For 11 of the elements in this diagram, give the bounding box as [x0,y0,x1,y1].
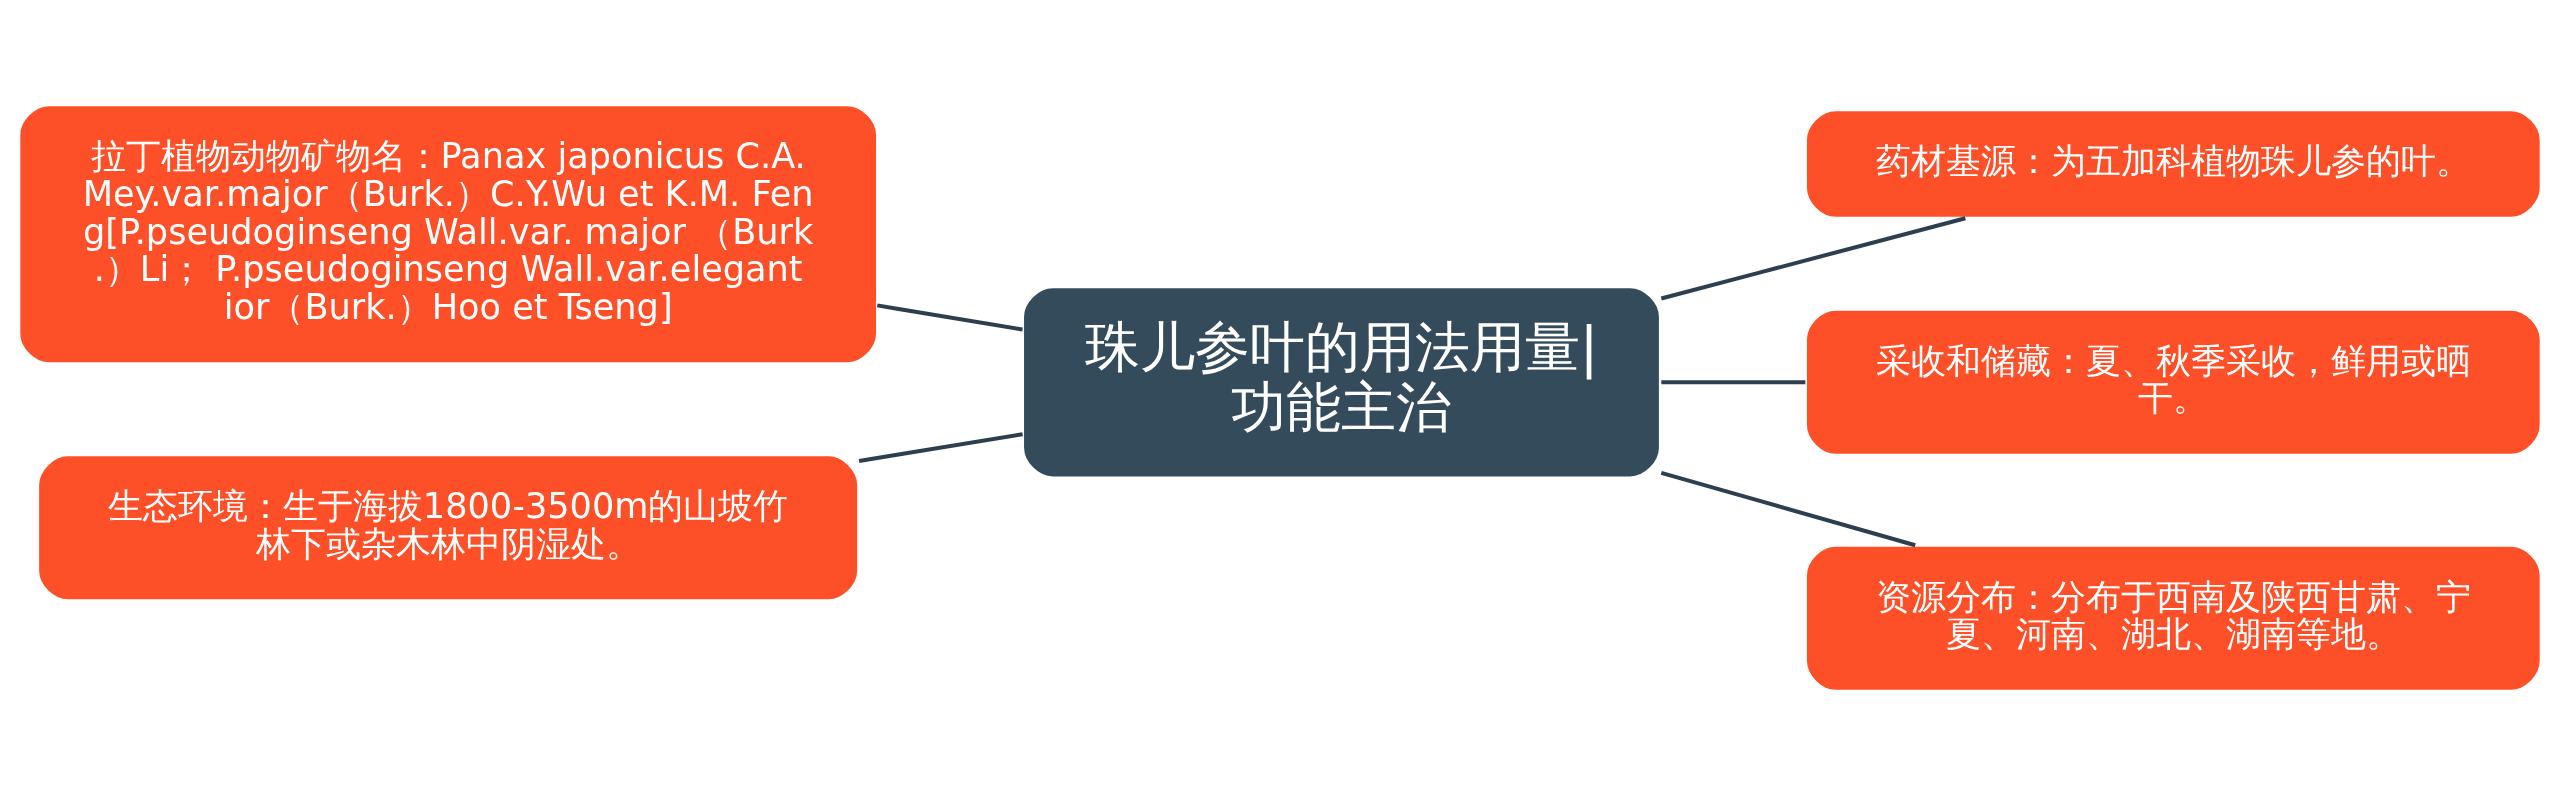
node-box: 资源分布：分布于西南及陕西甘肃、宁夏、河南、湖北、湖南等地。 [1804,543,2543,692]
connector [858,431,1023,463]
node-box: 拉丁植物动物矿物名：Panax japonicus C.A.Mey.var.major（Burk.）C.Y.Wu et K.M. Feng[P.pseudoginseng Wall.var. major （Burk.）Li； P.pseudoginseng Wall.var.elegantior（Burk.）Hoo et Tseng] [17,103,879,365]
connector [876,302,1023,332]
connector [1661,379,1806,384]
node-box: 珠儿参叶的用法用量|功能主治 [1021,285,1662,479]
node-box: 药材基源：为五加科植物珠儿参的叶。 [1804,108,2543,219]
node-box: 采收和储藏：夏、秋季采收，鲜用或晒干。 [1804,307,2543,456]
connector [1660,470,1916,547]
connector [1660,215,1966,300]
node-box: 生态环境：生于海拔1800-3500m的山坡竹林下或杂木林中阴湿处。 [36,453,860,602]
